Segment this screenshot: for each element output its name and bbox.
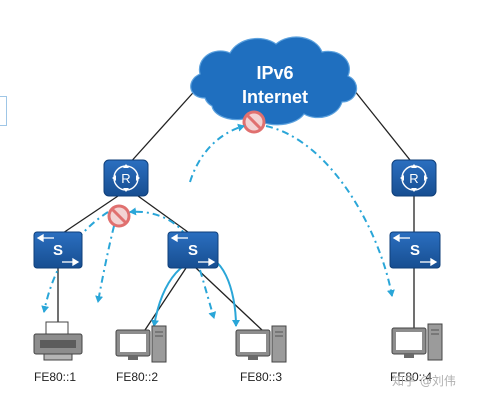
arrow-to-internet-left [189,123,245,183]
link-router-left-switch-1 [59,195,119,236]
link-cloud-router-left [127,84,201,166]
host-label-4: FE80::4 [390,370,433,384]
printer-icon[interactable] [33,321,83,361]
blocked-icon [107,204,131,228]
switch-arrows-icon [392,233,438,267]
router-right[interactable]: R [391,159,437,197]
link-switch-2-host-2 [144,267,187,331]
link-switch-2-host-3 [195,267,263,331]
blocked-icon [242,110,266,134]
link-router-left-switch-2 [137,195,193,236]
computer-icon[interactable] [235,325,287,363]
switch-left[interactable]: S [33,231,83,269]
arrow-internet-to-host-4 [265,125,395,297]
arrow-to-host-3-dashed [199,269,217,319]
router-label: R [121,171,130,186]
host-label-3: FE80::3 [240,370,283,384]
host-label-1: FE80::1 [34,370,77,384]
ipv6-internet-cloud [190,36,358,126]
link-cloud-router-right [349,84,415,166]
arrow-to-host-2 [151,259,213,327]
switch-label: S [188,242,198,259]
cloud-label-line1: IPv6 [256,63,294,83]
host-label-2: FE80::2 [116,370,159,384]
switch-arrows-icon [36,233,80,267]
switch-label: S [410,242,420,259]
switch-arrows-icon [170,233,216,267]
arrow-to-left-area [95,225,115,303]
switch-right[interactable]: S [389,231,441,269]
computer-icon[interactable] [115,325,167,363]
watermark: 知乎 @刘伟 [392,374,456,388]
switch-middle[interactable]: S [167,231,219,269]
cloud-label-line2: Internet [241,87,308,107]
router-icon [112,164,140,192]
physical-links [57,84,415,331]
arrow-switch2-to-router [129,207,187,237]
router-label: R [409,171,418,186]
partial-frame-edge [0,96,7,126]
router-icon [400,164,428,192]
switch-label: S [53,242,63,259]
computer-icon[interactable] [391,323,443,361]
router-left[interactable]: R [103,159,149,197]
